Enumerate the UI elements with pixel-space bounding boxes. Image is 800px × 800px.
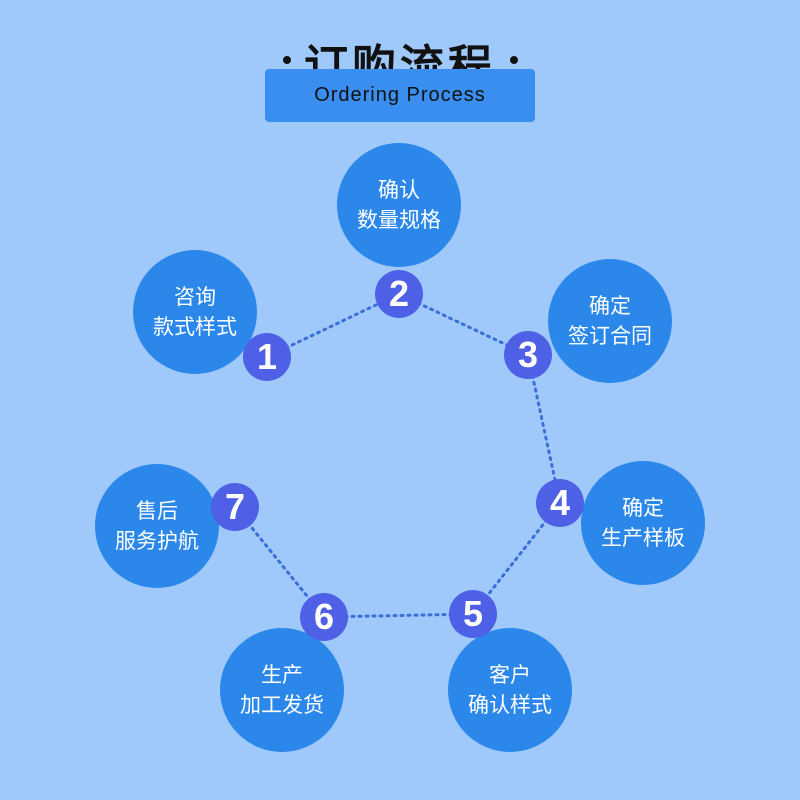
step-3-line1: 确定 bbox=[589, 294, 631, 318]
subtitle-banner: Ordering Process bbox=[265, 69, 535, 122]
step-1-line2: 款式样式 bbox=[153, 315, 237, 339]
step-3-number: 3 bbox=[504, 331, 552, 379]
step-4-line2: 生产样板 bbox=[601, 526, 685, 550]
step-5-line1: 客户 bbox=[489, 663, 531, 687]
step-5-circle: 客户 确认样式 bbox=[448, 628, 572, 752]
step-7-line1: 售后 bbox=[136, 499, 178, 523]
title-dot-left bbox=[283, 56, 291, 64]
step-6-line1: 生产 bbox=[261, 663, 303, 687]
step-7-line2: 服务护航 bbox=[115, 529, 199, 553]
step-2-circle: 确认 数量规格 bbox=[337, 143, 461, 267]
step-7-circle: 售后 服务护航 bbox=[95, 464, 219, 588]
title-dot-right bbox=[510, 56, 518, 64]
step-2-line2: 数量规格 bbox=[357, 208, 441, 232]
step-4-circle: 确定 生产样板 bbox=[581, 461, 705, 585]
page-subtitle: Ordering Process bbox=[314, 84, 486, 106]
step-7-number: 7 bbox=[211, 483, 259, 531]
step-6-circle: 生产 加工发货 bbox=[220, 628, 344, 752]
step-5-line2: 确认样式 bbox=[468, 693, 552, 717]
step-6-line2: 加工发货 bbox=[240, 693, 324, 717]
connector-3-4 bbox=[526, 353, 562, 505]
step-4-line1: 确定 bbox=[622, 496, 664, 520]
step-5-number: 5 bbox=[449, 590, 497, 638]
step-3-line2: 签订合同 bbox=[568, 324, 652, 348]
step-6-number: 6 bbox=[300, 593, 348, 641]
step-4-number: 4 bbox=[536, 479, 584, 527]
step-3-circle: 确定 签订合同 bbox=[548, 259, 672, 383]
header: 订购流程 Ordering Process bbox=[0, 0, 800, 130]
step-1-line1: 咨询 bbox=[174, 285, 216, 309]
step-1-number: 1 bbox=[243, 333, 291, 381]
step-2-line1: 确认 bbox=[378, 178, 420, 202]
step-2-number: 2 bbox=[375, 270, 423, 318]
step-1-circle: 咨询 款式样式 bbox=[133, 250, 257, 374]
